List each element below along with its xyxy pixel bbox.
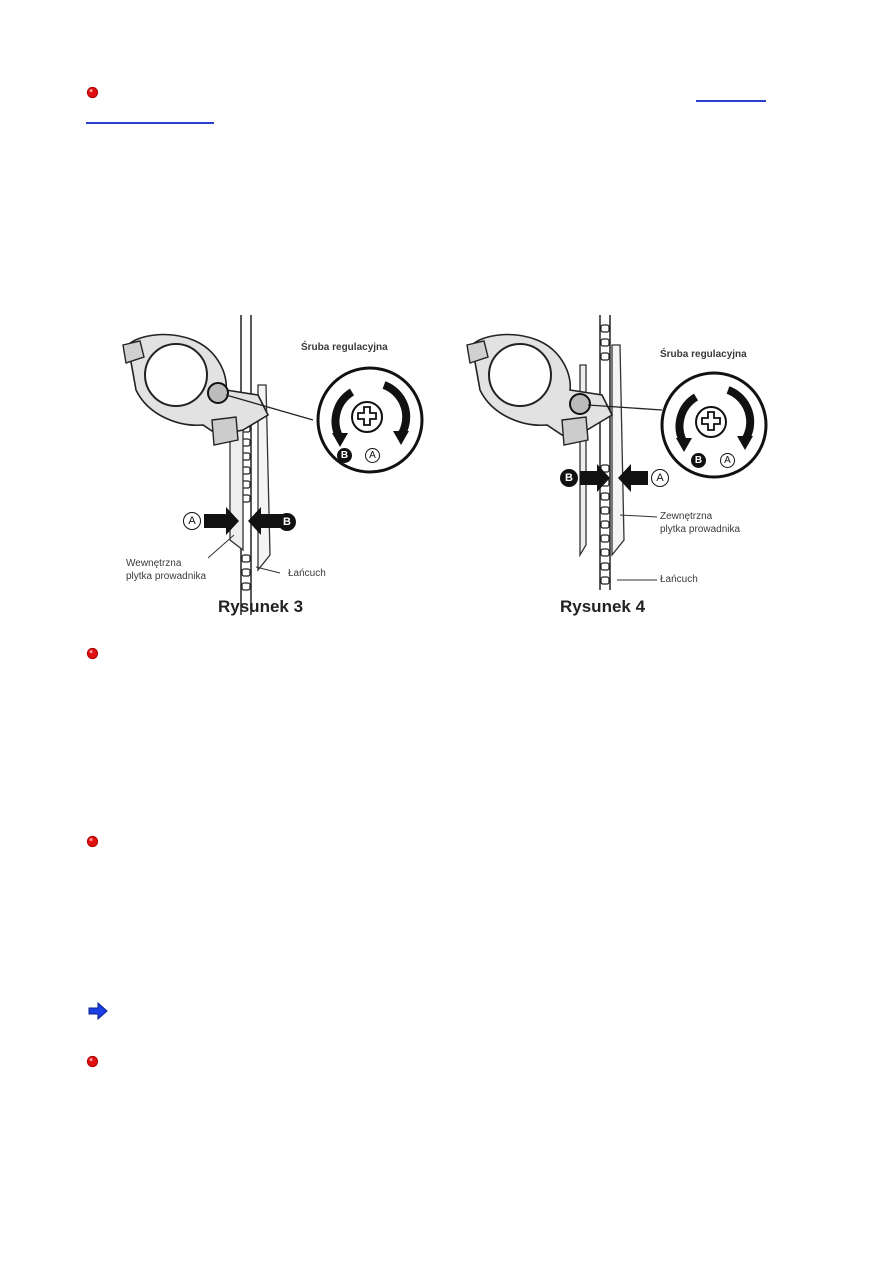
arrow-label-b: B — [278, 513, 296, 531]
plate-label: Wewnętrzna plytka prowadnika — [126, 558, 207, 582]
hyperlink-underline[interactable] — [86, 100, 766, 126]
screw-label: Śruba regulacyjna — [301, 342, 388, 353]
figure-caption: Rysunek 3 — [218, 597, 304, 616]
arrow-letter-b: B — [283, 516, 291, 528]
figure-caption: Rysunek 4 — [560, 597, 646, 616]
figure-3: Śruba regulacyjna B A A B Wewnętrzna ply… — [108, 305, 428, 630]
letter-b: B — [694, 455, 703, 466]
letter-b-badge: B — [337, 448, 352, 463]
letter-b-badge: B — [691, 453, 706, 468]
red-dot-icon — [86, 647, 99, 660]
red-dot-icon — [86, 1055, 99, 1068]
link-underline-end[interactable] — [696, 100, 766, 102]
letter-a: A — [724, 455, 731, 466]
arrow-label-a: A — [183, 512, 201, 530]
blue-arrow-icon — [88, 1002, 108, 1020]
arrow-letter-a: A — [188, 515, 196, 527]
red-dot-icon — [86, 86, 99, 99]
chain-label: Łańcuch — [288, 568, 326, 579]
letter-a: A — [369, 450, 376, 461]
derailleur-illustration-3 — [122, 315, 424, 615]
link-underline-start[interactable] — [86, 122, 214, 124]
red-dot-icon — [86, 835, 99, 848]
figure-4: Śruba regulacyjna B A B A Zewnętrzna ply… — [452, 305, 782, 630]
plate-label: Zewnętrzna plytka prowadnika — [660, 511, 741, 535]
derailleur-illustration-4 — [466, 315, 768, 590]
letter-b: B — [340, 450, 349, 461]
letter-a-badge: A — [720, 453, 735, 468]
letter-a-badge: A — [365, 448, 380, 463]
screw-label: Śruba regulacyjna — [660, 349, 747, 360]
arrow-letter-b: B — [565, 472, 573, 484]
arrow-letter-a: A — [656, 472, 664, 484]
arrow-label-a: A — [651, 469, 669, 487]
chain-label: Łańcuch — [660, 574, 698, 585]
arrow-label-b: B — [560, 469, 578, 487]
